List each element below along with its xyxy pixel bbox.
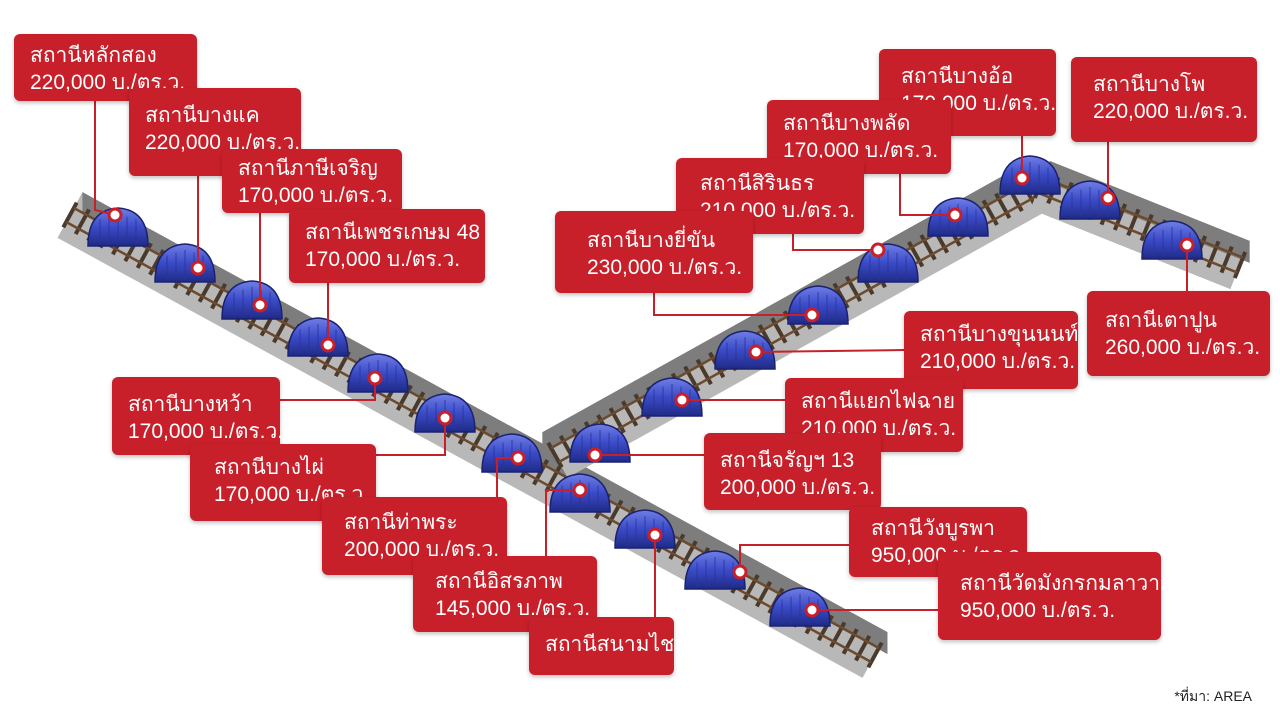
station-name: สถานีสนามไชย [545,633,687,656]
station-marker [647,527,663,543]
station-marker [748,344,764,360]
leader-line [792,234,878,251]
station-marker [510,450,526,466]
station-marker [1100,190,1116,206]
station-marker [107,207,123,223]
station-name: สถานีจรัญฯ 13 [720,449,855,472]
station-label-tao-poon: สถานีเตาปูน 260,000 บ./ตร.ว. [1087,291,1270,376]
station-marker [732,564,748,580]
leader-line [755,349,905,353]
station-label-sirindhorn: สถานีสิรินธร 210,000 บ./ตร.ว. [676,158,864,234]
station-marker [870,242,886,258]
station-marker [1179,237,1195,253]
station-price: 170,000 บ./ตร.ว. [305,248,461,271]
station-price: 220,000 บ./ตร.ว. [1093,100,1249,123]
station-name: สถานีบางอ้อ [901,65,1014,88]
station-price: 145,000 บ./ตร.ว. [435,597,591,620]
station-name: สถานีวัดมังกรกมลาวาส [960,572,1173,595]
station-name: สถานีบางพลัด [783,112,911,135]
leader-line [94,100,116,216]
rail [558,190,1045,464]
station-marker [587,447,603,463]
leader-line [739,544,849,572]
track-bed-side [82,192,888,655]
station-price: 170,000 บ./ตร.ว. [128,420,284,443]
station-name: สถานีบางโพ [1093,73,1206,96]
station-label-wat-mangkon: สถานีวัดมังกรกมลาวาส 950,000 บ./ตร.ว. [938,552,1173,640]
station-marker [437,410,453,426]
leader-line [653,293,812,316]
station-marker [367,370,383,386]
station-label-phetkasem-48: สถานีเพชรเกษม 48 170,000 บ./ตร.ว. [289,209,485,283]
station-label-phasi-charoen: สถานีภาษีเจริญ 170,000 บ./ตร.ว. [222,149,402,213]
leader-lines [94,100,1195,618]
station-price: 210,000 บ./ตร.ว. [920,350,1076,373]
station-label-bang-pho: สถานีบางโพ 220,000 บ./ตร.ว. [1071,57,1257,142]
station-marker [804,602,820,618]
leader-line [545,489,580,556]
station-name: สถานีเพชรเกษม 48 [305,221,481,244]
station-price: 200,000 บ./ตร.ว. [344,538,500,561]
station-marker [190,260,206,276]
station-marker [572,482,588,498]
leader-line [899,174,955,216]
station-label-sanam-chai: สถานีสนามไชย [529,617,687,675]
station-price: 260,000 บ./ตร.ว. [1105,336,1261,359]
station-name: สถานีอิสรภาพ [435,570,563,593]
station-name: สถานีหลักสอง [30,44,157,67]
station-name: สถานีบางหว้า [128,393,253,416]
station-name: สถานีภาษีเจริญ [238,157,378,180]
station-name: สถานีท่าพระ [344,511,458,534]
station-price: 230,000 บ./ตร.ว. [587,256,743,279]
station-name: สถานีบางขุนนนท์ [920,323,1079,346]
source-note: *ที่มา: AREA [1174,688,1252,704]
station-marker [252,297,268,313]
station-label-bang-khun-non: สถานีบางขุนนนท์ 210,000 บ./ตร.ว. [904,311,1078,389]
station-label-bang-wa: สถานีบางหว้า 170,000 บ./ตร.ว. [112,377,284,455]
station-price: 170,000 บ./ตร.ว. [783,139,939,162]
station-name: สถานีบางแค [145,104,260,127]
station-marker [1014,170,1030,186]
station-name: สถานีบางยี่ขัน [587,229,716,252]
station-marker [674,392,690,408]
station-price: 220,000 บ./ตร.ว. [145,131,301,154]
station-name: สถานีเตาปูน [1105,309,1217,332]
station-name: สถานีวังบูรพา [871,517,995,540]
station-name: สถานีสิรินธร [700,172,815,195]
station-label-itsaraphap: สถานีอิสรภาพ 145,000 บ./ตร.ว. [413,556,597,632]
leader-line [376,418,446,456]
station-name: สถานีบางไผ่ [214,456,324,479]
station-price: 950,000 บ./ตร.ว. [960,599,1116,622]
station-label-charan-13: สถานีจรัญฯ 13 200,000 บ./ตร.ว. [704,433,881,510]
station-price: 170,000 บ./ตร.ว. [238,184,394,207]
station-name: สถานีแยกไฟฉาย [801,390,956,413]
station-marker [947,207,963,223]
station-marker [804,307,820,323]
station-price: 200,000 บ./ตร.ว. [720,476,876,499]
station-marker [320,337,336,353]
station-label-bang-yi-khan: สถานีบางยี่ขัน 230,000 บ./ตร.ว. [555,211,753,293]
